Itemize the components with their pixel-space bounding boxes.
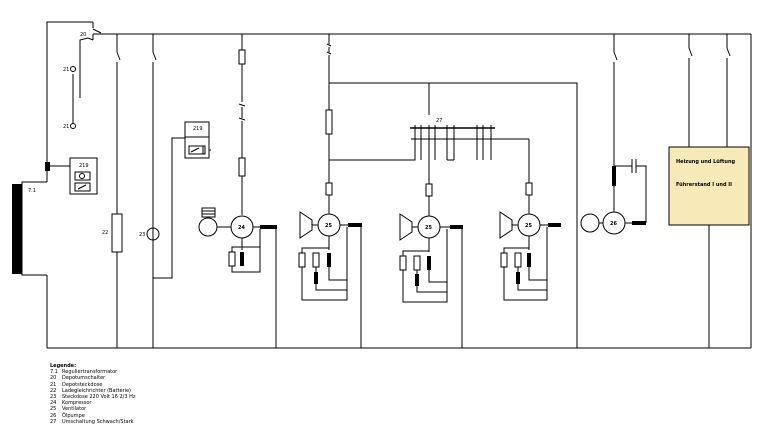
rectifier-22 <box>111 213 123 253</box>
fan-blades-3 <box>499 211 513 239</box>
device-219-middle <box>184 121 210 159</box>
label-219a: 219 <box>79 163 89 169</box>
label-25c: 25 <box>525 223 532 229</box>
legend-title: Legende: <box>50 363 77 369</box>
depot-socket-2 <box>70 123 76 129</box>
switch-23 <box>152 51 157 61</box>
device-219-left <box>69 157 98 195</box>
label-26: 26 <box>610 221 617 227</box>
compressor-pump <box>198 217 218 237</box>
label-21a: 21 <box>63 67 69 73</box>
switch-26 <box>613 51 618 61</box>
label-20: 20 <box>80 32 86 38</box>
fan-blades-1 <box>299 211 313 239</box>
switch-22 <box>116 51 121 61</box>
label-23: 23 <box>139 232 145 238</box>
label-219b: 219 <box>193 126 203 132</box>
heating-box-line2: Führerstand I und II <box>676 182 732 188</box>
fan-blades-2 <box>399 213 413 241</box>
switch-heating-1 <box>688 47 693 57</box>
label-27: 27 <box>436 118 442 124</box>
transformer-winding <box>12 184 22 274</box>
heating-box-line1: Heizung und Lüftung <box>676 159 736 165</box>
label-25a: 25 <box>325 223 332 229</box>
transformer-feed <box>46 21 93 163</box>
depot-switch <box>92 28 102 34</box>
label-25b: 25 <box>425 225 432 231</box>
label-7-1: 7.1 <box>28 188 36 194</box>
label-22: 22 <box>102 230 108 236</box>
oil-pump <box>580 213 600 233</box>
depot-socket-1 <box>70 66 76 72</box>
switch-heating-2 <box>726 47 731 57</box>
label-24: 24 <box>238 225 245 231</box>
label-21b: 21 <box>63 124 69 130</box>
